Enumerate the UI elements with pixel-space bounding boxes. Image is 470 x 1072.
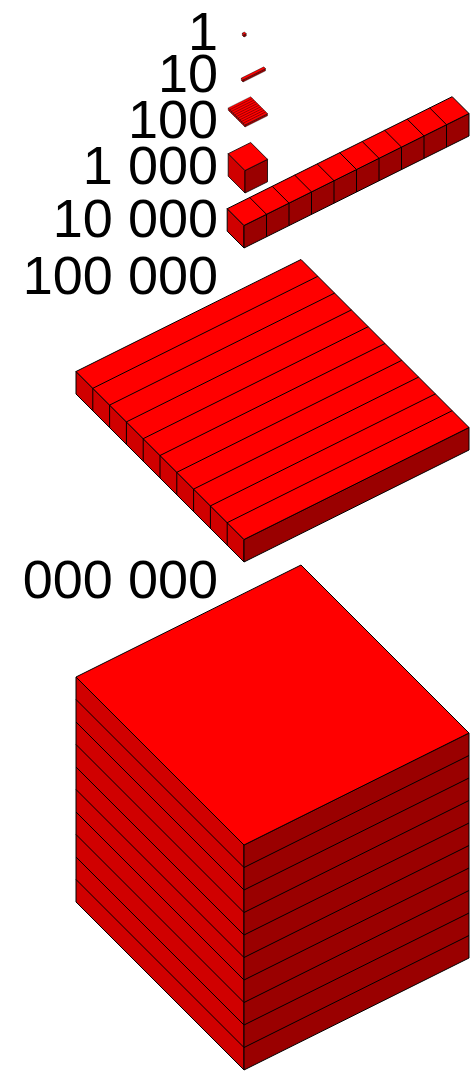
division-line [289,203,290,226]
division-line [76,857,244,1025]
division-line [244,801,469,913]
division-line [244,936,469,1048]
place-value-label: 1 000 [83,138,218,192]
division-line [76,835,244,1003]
division-line [92,388,93,411]
division-line [231,111,232,113]
division-line [227,523,228,546]
division-line [317,164,334,181]
division-line [126,422,127,445]
division-line [232,100,255,111]
division-line [244,823,469,935]
place-value-label: 10 000 [53,191,218,245]
division-line [238,107,261,118]
division-line [230,98,253,109]
division-line [356,170,357,193]
division-line [194,377,419,489]
division-line [430,108,447,125]
division-line [244,891,469,1003]
division-line [401,147,402,170]
division-line [176,472,177,495]
division-line [243,123,244,125]
ten-thousand-rod-top-face [227,97,469,226]
division-line [160,344,385,456]
division-line [244,868,469,980]
division-line [227,411,452,523]
division-line [229,110,230,112]
hundred-flat-top-face [228,97,267,125]
division-line [143,327,368,439]
division-line [210,394,435,506]
division-line [446,125,447,148]
division-line [295,175,312,192]
division-line [243,112,266,123]
division-line [76,767,244,935]
division-line [143,439,144,462]
division-line [177,360,402,472]
division-line [241,121,242,123]
division-line [239,120,240,122]
division-line [126,310,351,422]
division-line [110,293,335,405]
division-line [244,846,469,958]
division-line [76,722,244,890]
ten-thousand-rod-right-face [244,114,469,249]
thousand-cube-top-face [228,143,267,171]
division-line [266,214,267,237]
division-line [240,109,262,120]
division-line [76,880,244,1048]
division-line [238,118,239,120]
division-line [379,158,380,181]
division-line [76,812,244,980]
division-line [76,700,244,868]
ten-rod-top-face [241,67,265,80]
division-line [244,913,469,1025]
division-line [362,142,379,159]
division-line [193,489,194,512]
division-line [109,405,110,428]
division-line [244,778,469,890]
division-line [233,113,234,115]
division-line [334,181,335,204]
division-line [234,115,235,117]
division-line [160,456,161,479]
division-line [235,103,258,114]
division-line [311,192,312,215]
division-line [233,102,256,113]
division-line [210,506,211,529]
division-line [407,119,424,136]
division-line [244,756,469,868]
division-line [76,790,244,958]
division-line [424,136,425,159]
division-line [237,105,260,116]
division-line [340,153,357,170]
division-line [236,116,237,118]
division-line [385,130,402,147]
unit-cube-top-face [242,32,246,35]
division-line [242,110,265,121]
place-value-label: 100 000 [23,248,218,302]
division-line [76,745,244,913]
division-line [250,198,267,215]
division-line [272,186,289,203]
ten-rod-right-face [243,69,266,82]
place-value-label: 000 000 [23,552,218,606]
